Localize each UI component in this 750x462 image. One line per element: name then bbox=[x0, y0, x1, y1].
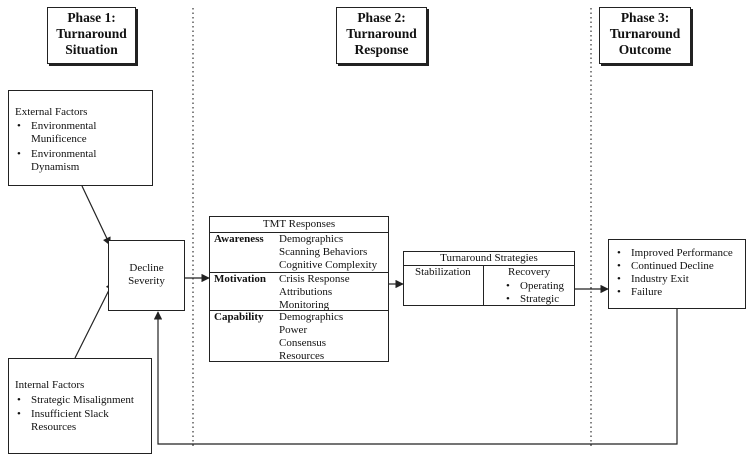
outcome-item: Improved Performance bbox=[615, 247, 733, 260]
tmt-row-divider bbox=[210, 310, 388, 311]
internal-factors-box: Internal Factors Strategic Misalignment … bbox=[8, 358, 152, 454]
outcome-item: Industry Exit bbox=[615, 273, 689, 286]
tmt-row-label-capability: Capability bbox=[214, 311, 264, 323]
external-factors-title: External Factors bbox=[15, 106, 88, 118]
tmt-row-label-motivation: Motivation bbox=[214, 273, 266, 285]
recovery-item-strategic: Strategic bbox=[504, 293, 559, 306]
internal-factor-item: Strategic Misalignment bbox=[15, 394, 134, 407]
stabilization-label: Stabilization bbox=[415, 266, 471, 278]
tmt-row-label-awareness: Awareness bbox=[214, 233, 264, 245]
strategies-title: Turnaround Strategies bbox=[404, 252, 574, 266]
outcome-item: Failure bbox=[615, 286, 662, 299]
recovery-item-operating: Operating bbox=[504, 280, 564, 293]
turnaround-strategies-box: Turnaround Strategies Stabilization Reco… bbox=[403, 251, 575, 306]
recovery-label: Recovery bbox=[508, 266, 551, 278]
tmt-row-divider bbox=[210, 272, 388, 273]
outcomes-box: Improved Performance Continued Decline I… bbox=[608, 239, 746, 309]
arrow-internal-to-decline bbox=[74, 281, 114, 359]
feedback-loop-arrow bbox=[153, 309, 678, 445]
external-factors-box: External Factors EnvironmentalMunificenc… bbox=[8, 90, 153, 186]
outcome-item: Continued Decline bbox=[615, 260, 714, 273]
arrow-external-to-decline bbox=[81, 185, 111, 246]
decline-severity-box: Decline Severity bbox=[108, 240, 185, 311]
internal-factors-title: Internal Factors bbox=[15, 379, 85, 391]
strategies-column-divider bbox=[483, 265, 484, 305]
decline-label-line2: Severity bbox=[128, 275, 165, 287]
tmt-responses-title: TMT Responses bbox=[210, 217, 388, 233]
decline-label-line1: Decline bbox=[129, 262, 164, 274]
